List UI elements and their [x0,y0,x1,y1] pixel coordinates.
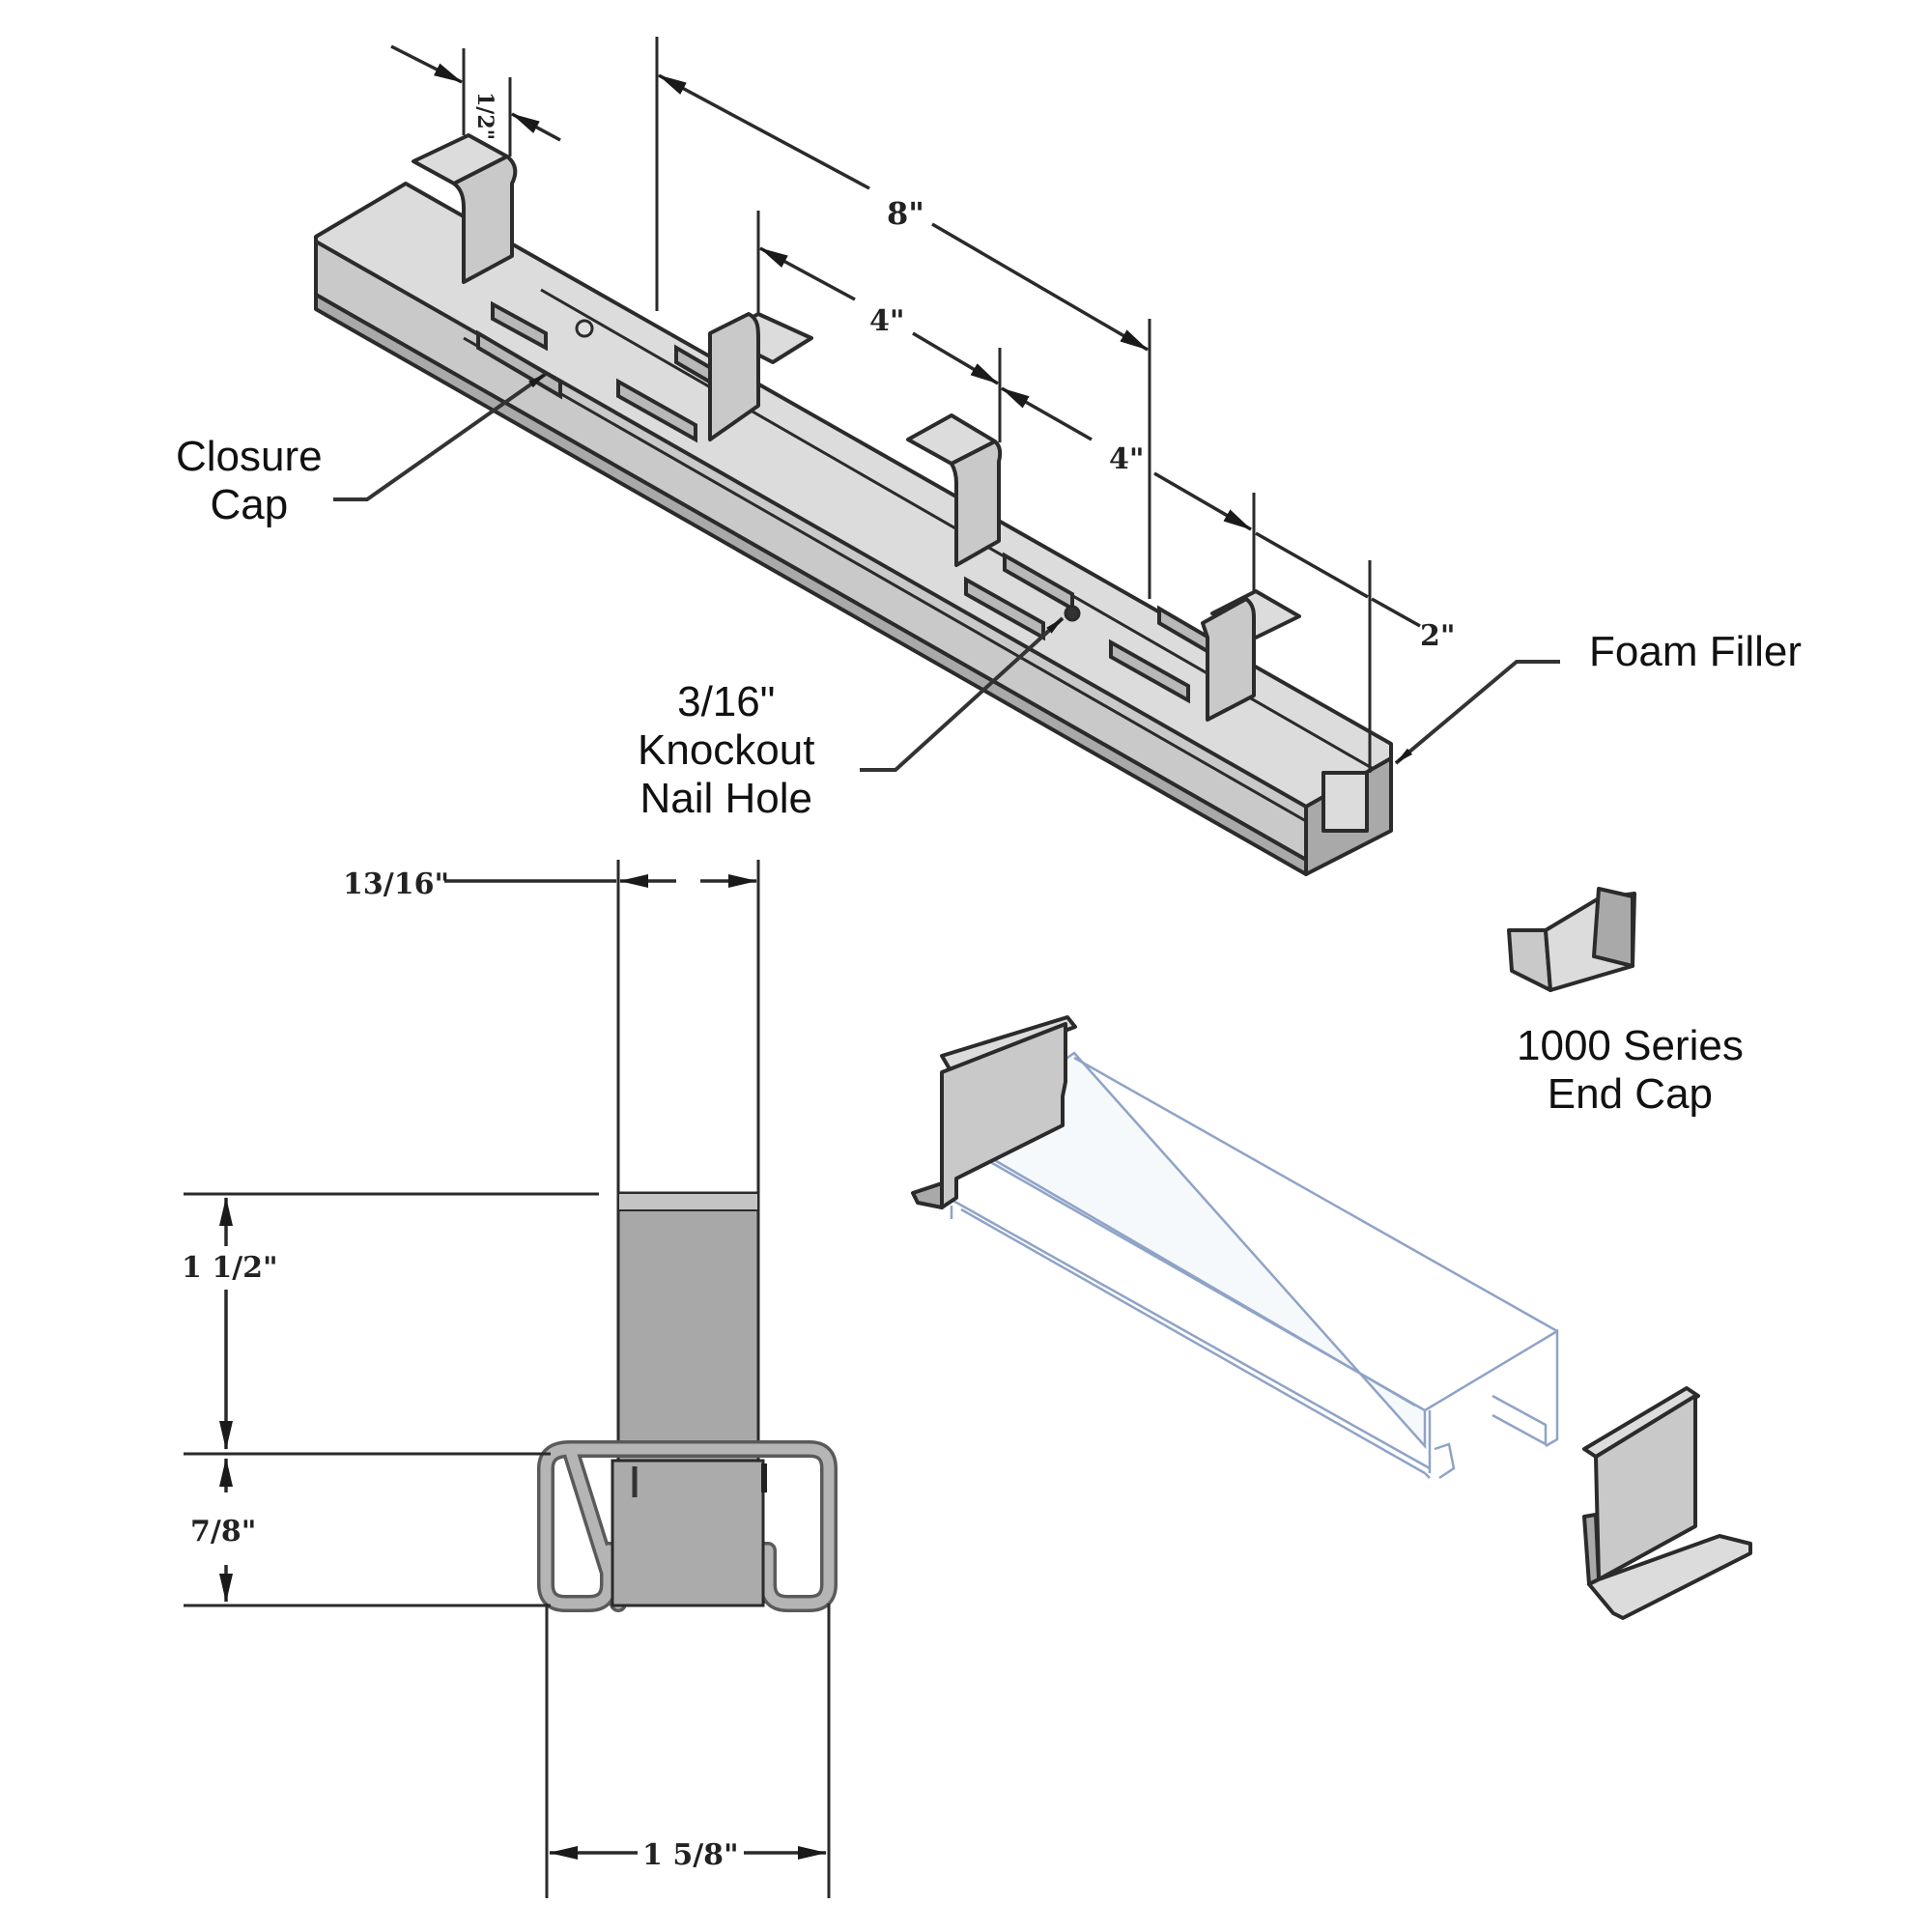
section-view [537,1191,838,1612]
dim-end-offset: 2" [1420,619,1456,653]
label-closure-cap-line1: Closure [176,433,323,480]
leader-foam-filler [1394,660,1560,765]
label-foam-filler-line1: Foam Filler [1589,628,1803,675]
leader-knockout [860,616,1065,772]
dim-clip-width: 1/2" [472,92,497,140]
dim-spacing-4b: 4" [1109,442,1145,476]
end-cap-right [1582,1386,1752,1620]
clip-3 [906,413,1003,567]
label-knockout-line1: 3/16" [677,678,776,725]
clip-2 [708,312,813,441]
nail-hole-2 [1064,605,1081,622]
label-knockout-nail-hole: 3/16" Knockout Nail Hole [638,678,814,823]
dim-spacing-8: 8" [887,195,924,232]
dim-section-clip-height: 1 1/2" [182,1251,278,1285]
label-closure-cap-line2: Cap [210,481,289,528]
iso-leaders [333,372,1560,772]
end-cap-left [911,1015,1077,1209]
foam-filler-block [1321,771,1369,833]
label-end-cap-line2: End Cap [1547,1070,1714,1118]
label-knockout-line3: Nail Hole [639,775,812,822]
dim-spacing-4a: 4" [869,304,905,338]
section-dimensions: 13/16" 1 1/2" 7/8" 1 5/8" [182,860,831,1898]
clip-4 [1201,589,1301,722]
label-end-cap-line1: 1000 Series [1517,1022,1744,1069]
end-cap-small [1507,887,1636,992]
label-foam-filler: Foam Filler [1589,628,1802,676]
exploded-rail-view [911,887,1752,1620]
label-knockout-line2: Knockout [638,726,815,774]
label-closure-cap: Closure Cap [176,433,323,529]
clip-1 [412,133,518,284]
leader-closure-cap [333,372,548,501]
dim-section-rail-height: 7/8" [190,1515,256,1548]
closure-cap-rail [314,133,1393,876]
nail-hole-1 [575,319,594,338]
rail-top-face [314,182,1393,833]
iso-dimensions: 1/2" 8" 4" 4" 2" [390,37,1456,773]
section-foam [611,1459,765,1607]
dim-section-rail-width: 1 5/8" [642,1838,739,1872]
label-end-cap: 1000 Series End Cap [1517,1022,1744,1119]
dim-section-top-width: 13/16" [343,867,449,901]
